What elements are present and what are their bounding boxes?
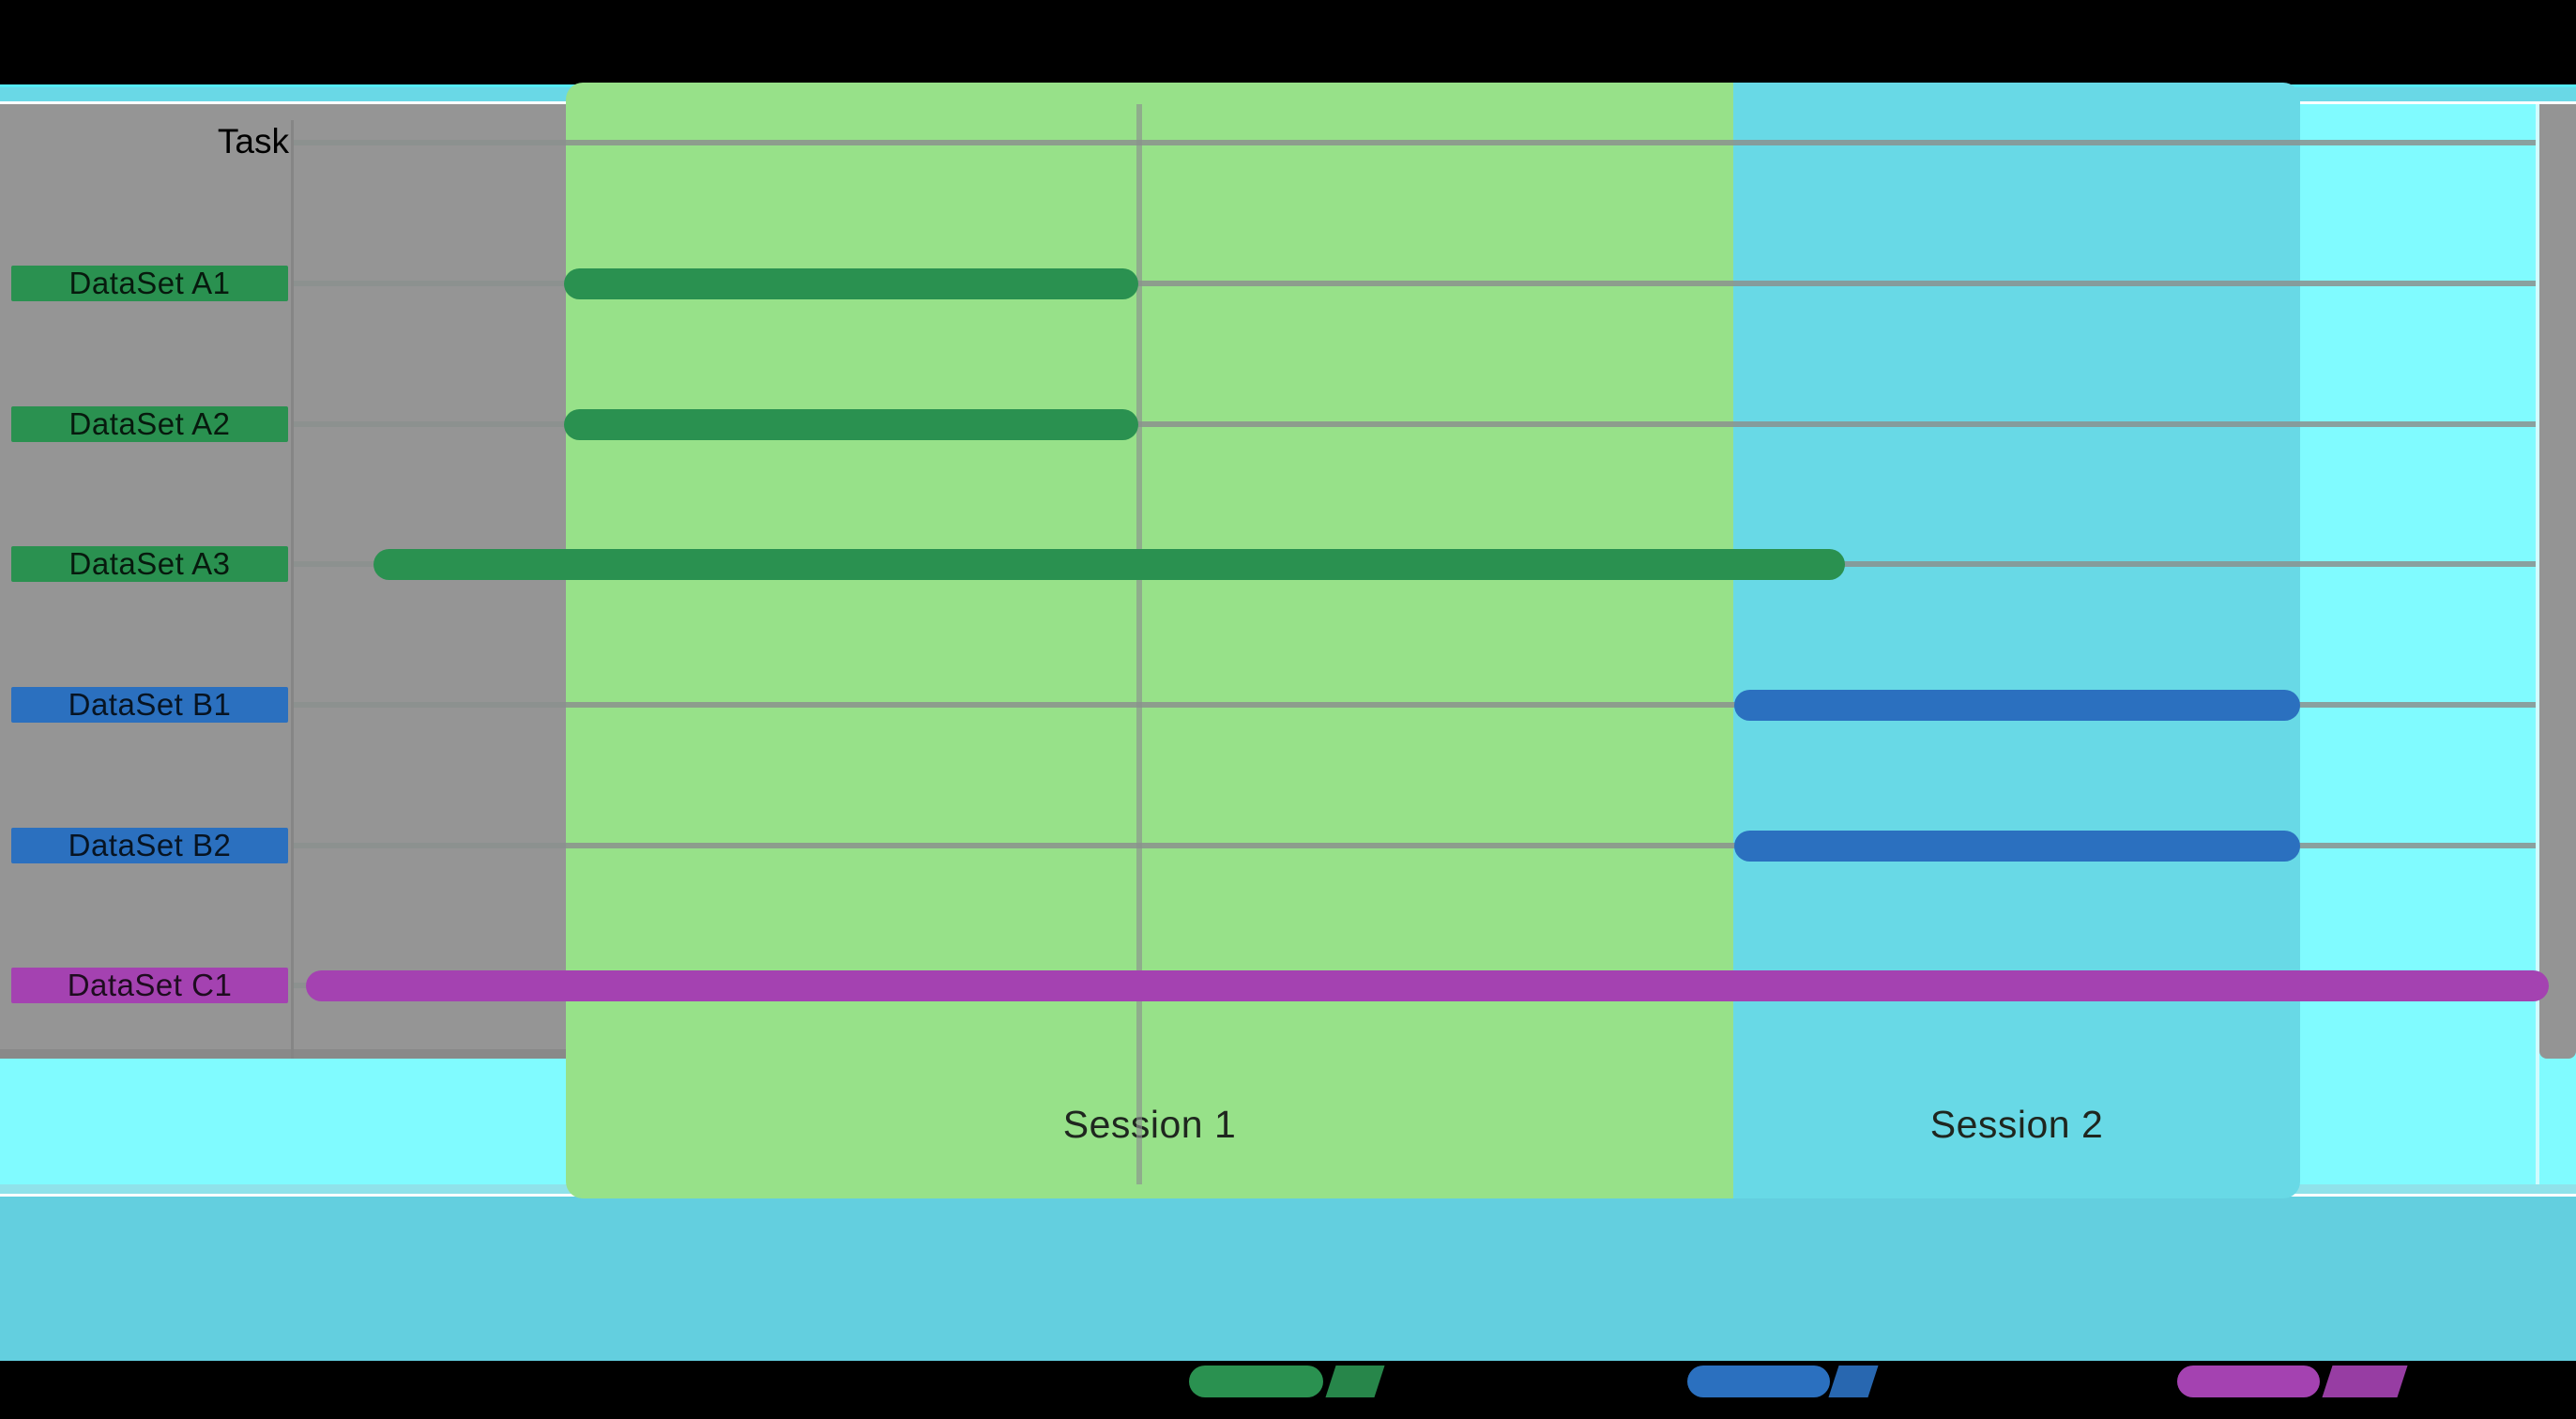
task-label: DataSet B1 bbox=[11, 687, 288, 723]
y-axis-line bbox=[291, 120, 294, 1059]
task-label: DataSet B2 bbox=[11, 828, 288, 863]
gantt-bar-dataset-a1[interactable] bbox=[564, 268, 1138, 299]
legend-slash-icon bbox=[1828, 1366, 1879, 1397]
right-plot-edge-line bbox=[2536, 104, 2539, 1184]
task-label: DataSet A1 bbox=[11, 266, 288, 301]
h-gridline bbox=[294, 281, 2536, 286]
session-2-band: Session 2 bbox=[1733, 83, 2300, 1198]
bottom-turquoise-band bbox=[0, 1197, 2576, 1361]
gantt-bar-dataset-b2[interactable] bbox=[1734, 831, 2300, 862]
h-gridline bbox=[294, 421, 2536, 427]
legend-capsule-icon bbox=[1189, 1366, 1323, 1397]
h-gridline bbox=[294, 843, 2536, 848]
legend-item-a[interactable] bbox=[1189, 1366, 1385, 1397]
legend-capsule-icon bbox=[1687, 1366, 1830, 1397]
legend-slash-icon bbox=[1325, 1366, 1385, 1397]
task-label: DataSet A3 bbox=[11, 546, 288, 582]
gantt-bar-dataset-a2[interactable] bbox=[564, 409, 1138, 440]
legend-item-c[interactable] bbox=[2177, 1366, 2408, 1397]
h-gridline bbox=[294, 140, 2536, 145]
task-axis-header: Task bbox=[217, 122, 289, 160]
legend-slash-icon bbox=[2322, 1366, 2408, 1397]
h-gridline bbox=[294, 702, 2536, 708]
gantt-bar-dataset-c1[interactable] bbox=[306, 970, 2549, 1001]
task-label: DataSet C1 bbox=[11, 968, 288, 1003]
legend-capsule-icon bbox=[2177, 1366, 2320, 1397]
gantt-bar-dataset-b1[interactable] bbox=[1734, 690, 2300, 721]
task-label: DataSet A2 bbox=[11, 406, 288, 442]
session-1-band: Session 1 bbox=[566, 83, 1733, 1198]
v-gridline bbox=[1136, 104, 1142, 1184]
session-1-label: Session 1 bbox=[1062, 1103, 1237, 1146]
right-margin-gray-panel bbox=[2539, 104, 2576, 1059]
gantt-bar-dataset-a3[interactable] bbox=[373, 549, 1845, 580]
legend-item-b[interactable] bbox=[1687, 1366, 1879, 1397]
session-2-label: Session 2 bbox=[1929, 1103, 2104, 1146]
